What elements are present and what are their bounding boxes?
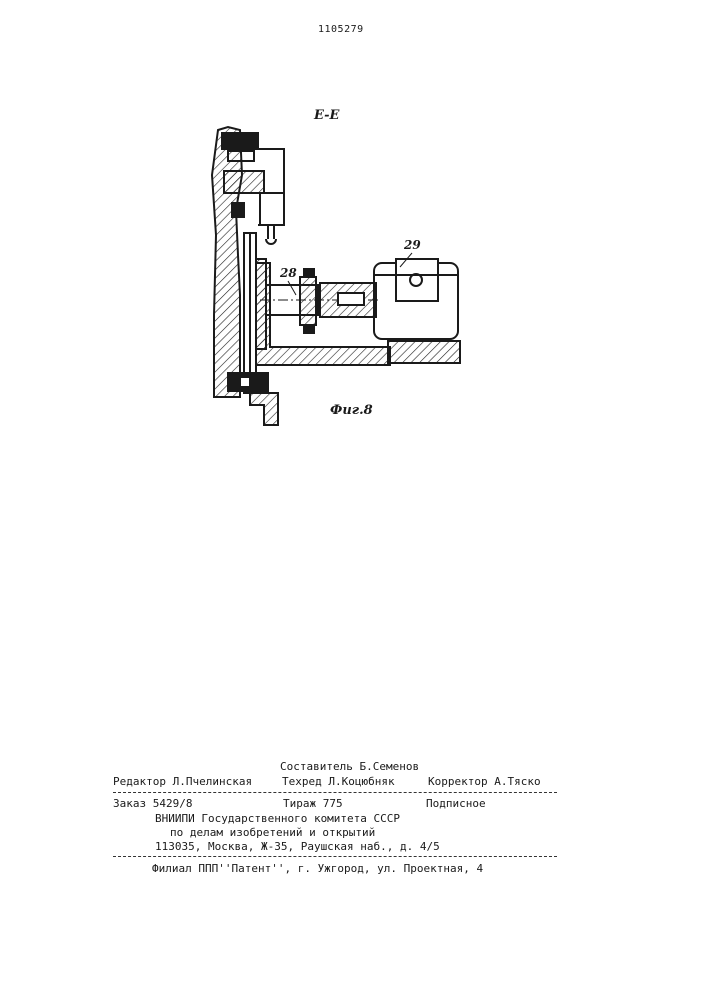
imprint-branch: Филиал ППП''Патент'', г. Ужгород, ул. Пр… xyxy=(152,862,483,875)
imprint-org-address: 113035, Москва, Ж-35, Раушская наб., д. … xyxy=(155,840,440,853)
figure-caption: Фиг.8 xyxy=(330,403,373,418)
imprint-org-line2: по делам изобретений и открытий xyxy=(170,826,375,839)
callout-29: 29 xyxy=(404,238,421,252)
patent-number: 1105279 xyxy=(318,24,364,35)
imprint-corrector: Корректор А.Тяско xyxy=(428,775,541,788)
imprint-circulation: Тираж 775 xyxy=(283,797,343,810)
shaft-28 xyxy=(260,269,378,333)
divider-top xyxy=(113,792,557,793)
technical-drawing xyxy=(200,115,480,435)
imprint-org-line1: ВНИИПИ Государственного комитета СССР xyxy=(155,812,400,825)
imprint-order: Заказ 5429/8 xyxy=(113,797,192,810)
imprint-editor: Редактор Л.Пчелинская xyxy=(113,775,252,788)
bottom-bracket xyxy=(228,373,278,425)
imprint-compiler: Составитель Б.Семенов xyxy=(280,760,419,773)
callout-28: 28 xyxy=(280,266,297,280)
imprint-subscription: Подписное xyxy=(426,797,486,810)
housing-wall xyxy=(212,127,242,397)
divider-bottom xyxy=(113,856,557,857)
imprint-techred: Техред Л.Коцюбняк xyxy=(282,775,395,788)
